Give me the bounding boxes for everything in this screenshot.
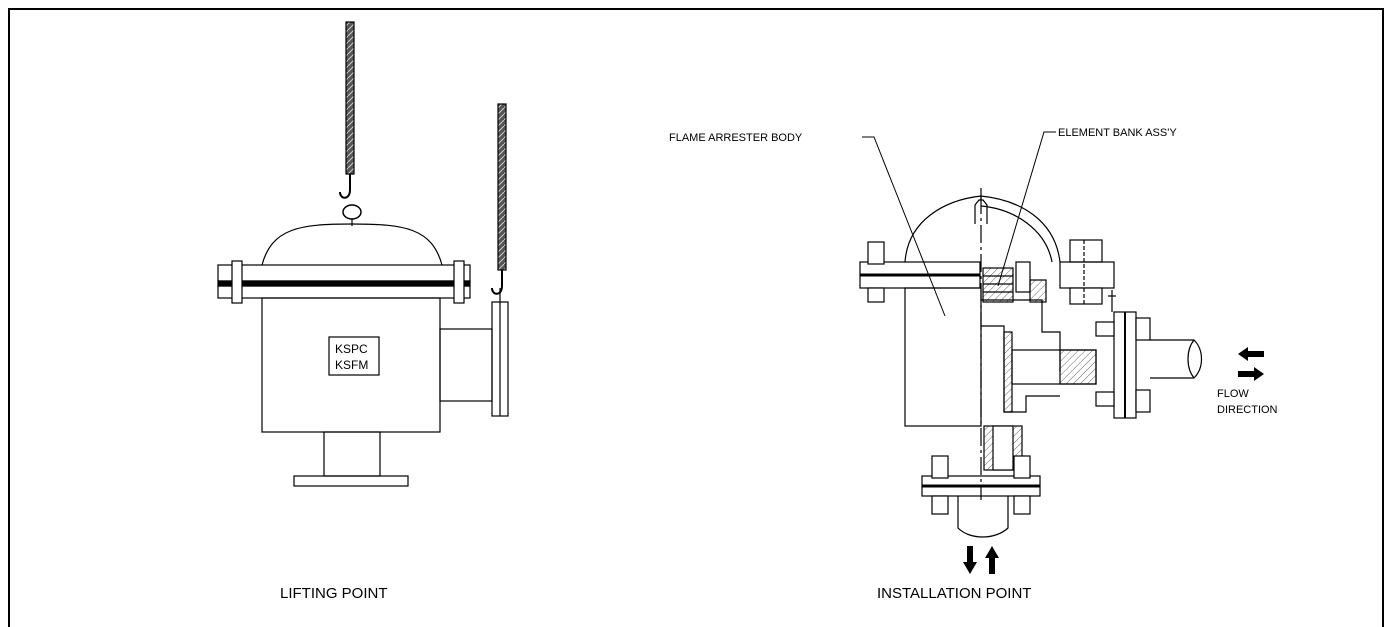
nameplate-line-2: KSFM (335, 358, 368, 372)
nameplate-line-1: KSPC (335, 342, 368, 356)
inner-housing (981, 325, 1060, 413)
flange-bolt-right (453, 260, 465, 304)
installation-point-view (859, 131, 1203, 538)
element-callout-leader (997, 131, 1056, 287)
section-body (904, 287, 982, 427)
lower-flange (217, 285, 471, 299)
section-dome-inner (980, 205, 1053, 263)
drawing-border (8, 8, 1384, 627)
secondary-lifting-chain (497, 103, 507, 271)
vertical-flow-arrows (963, 546, 999, 574)
flow-label-line-1: FLOW (1217, 388, 1249, 400)
lifting-eye-bolt (342, 204, 362, 220)
flow-direction-arrows (1238, 347, 1264, 381)
nameplate (328, 336, 380, 376)
flange-bolt-left (231, 260, 243, 304)
flow-label-line-2: DIRECTION (1217, 404, 1278, 416)
lifting-point-view (217, 21, 509, 487)
dome-cover (261, 223, 443, 266)
section-dome (904, 195, 1061, 263)
secondary-lifting-hook (491, 270, 503, 295)
element-bank-label: ELEMENT BANK ASS'Y (1058, 127, 1177, 139)
installation-point-caption: INSTALLATION POINT (877, 585, 1031, 602)
flame-arrester-body-label: FLAME ARRESTER BODY (669, 132, 803, 144)
top-flange (217, 264, 471, 282)
main-lifting-hook (339, 174, 351, 199)
main-lifting-chain (345, 21, 355, 175)
body-callout-leader (862, 136, 946, 317)
lifting-point-caption: LIFTING POINT (280, 585, 388, 602)
bottom-nozzle (323, 431, 381, 477)
bottom-flange (293, 475, 409, 487)
process-pipe-right (1150, 339, 1203, 379)
side-nozzle (439, 328, 493, 402)
process-pipe-bottom (957, 496, 1009, 538)
flange-gasket (217, 280, 471, 287)
